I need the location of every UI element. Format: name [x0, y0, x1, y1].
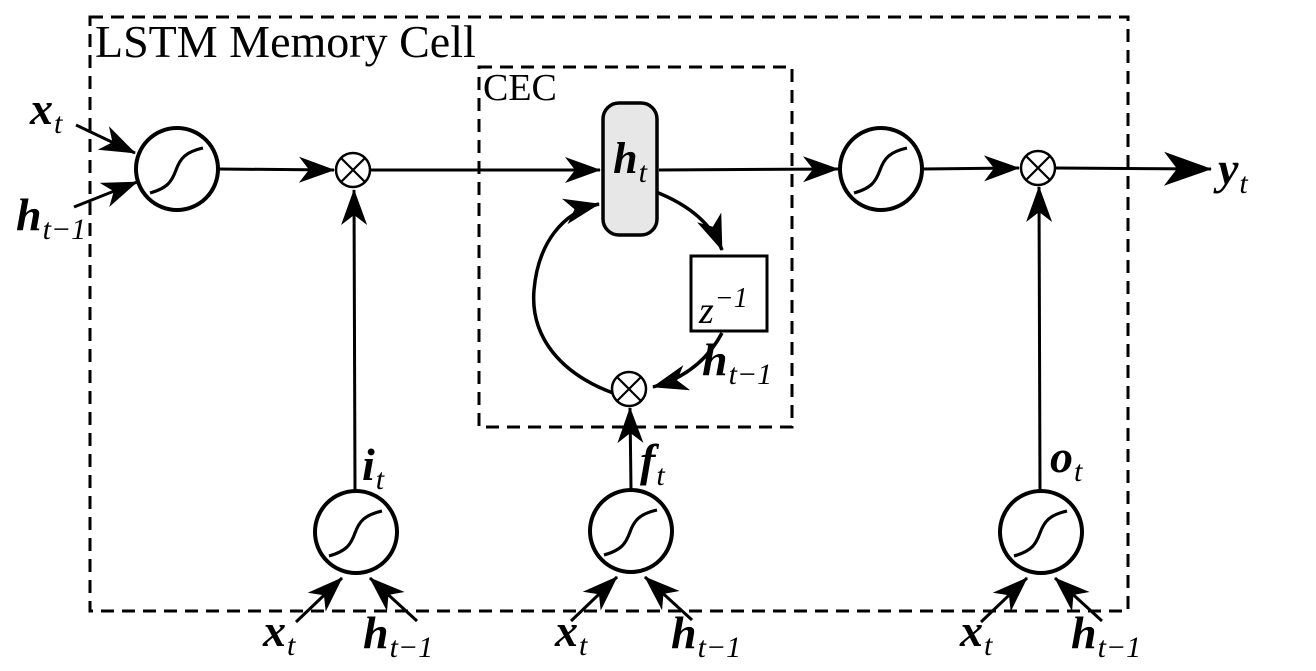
arrow-ht1-into-input-sigmoid: [73, 180, 138, 209]
feed2-h-base: h: [1071, 607, 1097, 658]
arrow-xt-into-input-sigmoid: [75, 123, 136, 155]
arrow-sigmoid-to-output-multiply: [921, 155, 1020, 182]
label-input-gate-it-sub: t: [375, 463, 385, 496]
feed1-x-base: x: [555, 605, 578, 656]
label-input-gate-feed-xt: xt: [263, 608, 295, 661]
label-output-gate-feed-ht1: ht−1: [1071, 610, 1141, 663]
label-forget-gate-feed-ht1: ht−1: [671, 610, 741, 663]
output-gate-sigmoid-icon: [998, 489, 1084, 575]
label-input-gate-it: it: [362, 442, 384, 495]
arrow-xt-into-output-gate: [979, 576, 1029, 624]
label-state-ht: ht: [603, 137, 657, 188]
feed2-x-base: x: [960, 605, 983, 656]
label-forget-gate-ft-base: f: [640, 435, 656, 486]
output-multiply-icon: [1019, 149, 1057, 187]
label-input-ht1-sub: t−1: [42, 213, 87, 246]
arrow-to-output-yt: [1054, 151, 1212, 186]
label-recurrent-ht1: ht−1: [702, 337, 772, 390]
forget-gate-sigmoid-icon: [588, 488, 674, 574]
arrow-forget-gate: [617, 407, 644, 491]
label-forget-gate-feed-xt: xt: [555, 608, 587, 661]
arrow-ht1-into-forget-gate: [643, 575, 694, 622]
input-gate-sigmoid-icon: [313, 489, 399, 575]
arrow-output-gate: [1026, 186, 1053, 492]
label-output-yt: yt: [1218, 146, 1248, 199]
arrow-xt-into-forget-gate: [569, 575, 619, 623]
label-forget-gate-ft: ft: [640, 438, 665, 491]
unit-delay-box: [689, 254, 769, 333]
input-multiply-icon: [334, 151, 372, 189]
feed0-x-base: x: [263, 605, 286, 656]
feed1-h-sub: t−1: [697, 631, 742, 664]
label-output-gate-feed-xt: xt: [960, 608, 992, 661]
label-unit-delay: z−1: [699, 283, 748, 332]
output-sigmoid-icon: [838, 126, 924, 212]
label-input-gate-it-base: i: [362, 439, 375, 490]
label-input-xt-base: x: [30, 83, 53, 134]
label-input-xt: xt: [30, 86, 62, 139]
cec-title: CEC: [483, 67, 557, 109]
lstm-cell-title: LSTM Memory Cell: [95, 16, 476, 67]
label-output-yt-sub: t: [1239, 167, 1248, 200]
feed0-h-sub: t−1: [389, 631, 434, 664]
label-input-ht1: ht−1: [16, 192, 86, 245]
arrow-input-gate: [341, 189, 368, 492]
feed2-h-sub: t−1: [1097, 631, 1142, 664]
label-input-xt-sub: t: [54, 107, 63, 140]
feed0-x-sub: t: [287, 629, 296, 662]
arrow-xt-into-input-gate: [294, 576, 344, 624]
label-output-gate-ot-base: o: [1050, 431, 1073, 482]
feed1-h-base: h: [671, 607, 697, 658]
label-forget-gate-ft-sub: t: [656, 459, 665, 492]
arrow-multiply-back-to-state: [531, 198, 614, 395]
label-output-gate-ot: ot: [1050, 434, 1082, 487]
arrow-ht1-into-input-gate: [368, 576, 419, 623]
label-recurrent-ht1-sub: t−1: [728, 358, 773, 391]
label-output-yt-base: y: [1218, 143, 1239, 194]
feed2-x-sub: t: [984, 629, 993, 662]
label-input-ht1-base: h: [16, 189, 42, 240]
state-ht-box: [601, 101, 659, 237]
forget-multiply-icon: [610, 370, 648, 408]
arrow-state-to-delay: [655, 190, 724, 251]
input-sigmoid-icon: [134, 126, 220, 212]
label-output-gate-ot-sub: t: [1074, 455, 1083, 488]
arrow-state-to-output-sigmoid: [658, 156, 839, 183]
feed0-h-base: h: [363, 607, 389, 658]
label-recurrent-ht1-base: h: [702, 334, 728, 385]
arrow-input-to-multiply: [217, 156, 335, 183]
label-unit-delay-base: z: [699, 290, 714, 332]
arrow-delay-to-multiply: [652, 332, 724, 391]
feed1-x-sub: t: [579, 629, 588, 662]
lstm-cell-boundary: [88, 15, 1130, 613]
label-input-gate-feed-ht1: ht−1: [363, 610, 433, 663]
label-unit-delay-sup: −1: [714, 283, 748, 314]
arrow-ht1-into-output-gate: [1053, 576, 1104, 623]
label-state-ht-sub: t: [638, 156, 647, 189]
label-state-ht-base: h: [613, 134, 638, 183]
